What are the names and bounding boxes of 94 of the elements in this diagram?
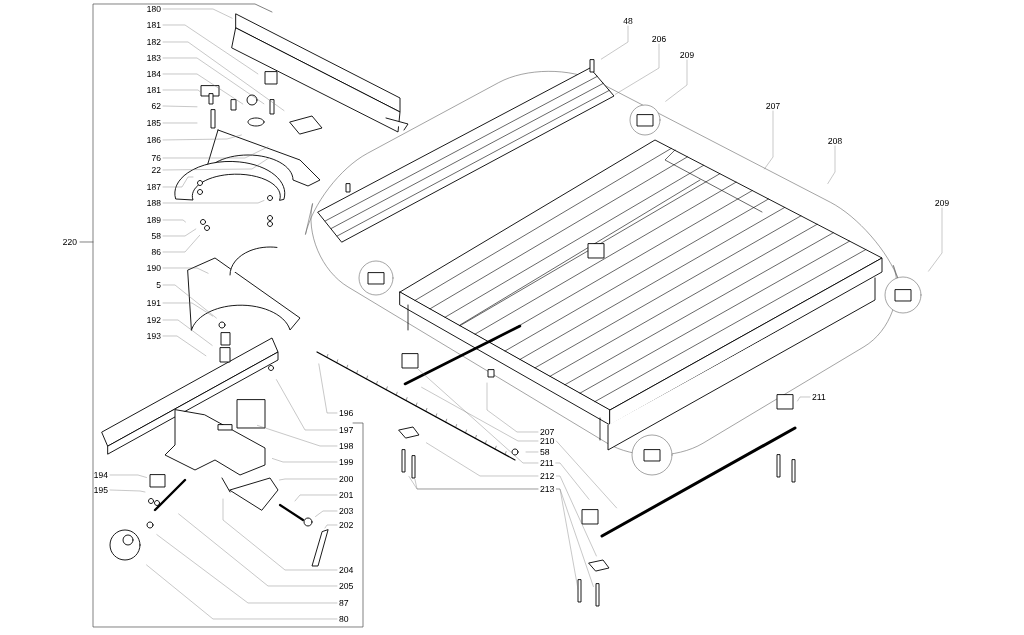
callout-number: 195 — [94, 486, 108, 494]
leader-line — [222, 498, 338, 571]
leader-line — [257, 425, 338, 447]
leader-line — [556, 440, 617, 509]
callout-number: 188 — [147, 199, 161, 207]
leader-line — [162, 24, 259, 75]
callout-number: 209 — [680, 51, 694, 58]
leader-line — [426, 442, 539, 477]
leader-line — [109, 489, 146, 493]
callout-number: 190 — [147, 264, 161, 272]
callout-number: 203 — [339, 507, 353, 515]
leader-line — [162, 146, 269, 159]
leader-line — [162, 302, 213, 317]
leader-line — [418, 369, 539, 464]
leader-line — [162, 57, 265, 104]
callout-number: 211 — [812, 394, 826, 400]
callout-number: 206 — [652, 35, 666, 42]
leader-line — [272, 458, 338, 463]
leader-line — [162, 335, 207, 356]
callout-number: 212 — [540, 473, 554, 479]
leader-line — [162, 267, 209, 274]
leader-line — [315, 510, 338, 517]
leader-line — [276, 379, 338, 431]
callout-number: 211 — [540, 460, 554, 466]
callout-number: 201 — [339, 491, 353, 499]
callout-number: 191 — [147, 299, 161, 307]
callout-number: 181 — [147, 86, 161, 94]
leader-line — [162, 8, 233, 19]
callout-number: 207 — [540, 428, 554, 436]
leader-line — [162, 176, 194, 188]
callout-number: 184 — [147, 70, 161, 78]
callout-number: 185 — [147, 119, 161, 127]
leader-line — [421, 387, 539, 442]
leader-line — [928, 207, 943, 272]
callout-number: 62 — [151, 102, 161, 110]
leader-line — [827, 145, 836, 184]
leader-line — [318, 363, 338, 414]
leader-line — [797, 396, 811, 402]
callout-number: 5 — [156, 282, 161, 288]
callout-number: 209 — [935, 199, 949, 206]
callout-number: 208 — [828, 137, 842, 144]
leader-line — [665, 59, 688, 102]
callout-number: 194 — [94, 471, 108, 479]
callout-number: 197 — [339, 426, 353, 434]
leader-line — [414, 479, 539, 490]
leader-line — [556, 475, 597, 557]
leader-line — [162, 319, 213, 346]
leader-line — [764, 110, 774, 170]
callout-number: 187 — [147, 183, 161, 191]
callout-number: 48 — [623, 17, 633, 24]
leader-line — [162, 284, 217, 319]
leader-line — [601, 25, 629, 60]
leader-line — [615, 43, 660, 95]
callout-number: 199 — [339, 458, 353, 466]
callout-number: 193 — [147, 332, 161, 340]
leader-line — [162, 228, 196, 237]
leader-line — [162, 105, 198, 107]
callout-number: 86 — [151, 248, 161, 256]
callout-number: 180 — [147, 5, 161, 13]
callout-number: 213 — [540, 485, 554, 493]
callout-number: 182 — [147, 38, 161, 46]
callout-number: 80 — [339, 615, 349, 623]
leader-line — [156, 534, 338, 604]
callout-number: 192 — [147, 316, 161, 324]
callout-number: 198 — [339, 442, 353, 450]
callout-number: 87 — [339, 599, 349, 607]
leader-line — [162, 157, 269, 171]
callout-number: 186 — [147, 136, 161, 144]
callout-number: 210 — [540, 437, 554, 445]
callout-number: 207 — [766, 102, 780, 109]
callout-number: 183 — [147, 54, 161, 62]
callout-number: 22 — [151, 167, 161, 173]
leader-line — [486, 382, 539, 433]
leader-line — [555, 462, 590, 500]
leader-line — [556, 488, 594, 587]
leader-line — [294, 494, 338, 502]
callout-number: 58 — [540, 448, 550, 456]
callout-number: 205 — [339, 582, 353, 590]
leader-line — [162, 73, 243, 105]
callout-number: 200 — [339, 475, 353, 483]
callout-number: 204 — [339, 566, 354, 574]
leader-line — [324, 524, 338, 529]
leader-line — [162, 134, 242, 141]
callout-number: 220 — [63, 238, 77, 246]
leader-line — [178, 513, 338, 587]
callout-number: 202 — [339, 521, 353, 529]
leader-line — [162, 41, 285, 111]
leader-line — [146, 564, 338, 620]
callout-number: 76 — [151, 154, 161, 162]
callout-number: 196 — [339, 409, 353, 417]
callout-number: 189 — [147, 216, 161, 224]
callout-number: 181 — [147, 21, 161, 29]
callout-number: 58 — [151, 232, 161, 240]
leader-line — [162, 235, 200, 253]
